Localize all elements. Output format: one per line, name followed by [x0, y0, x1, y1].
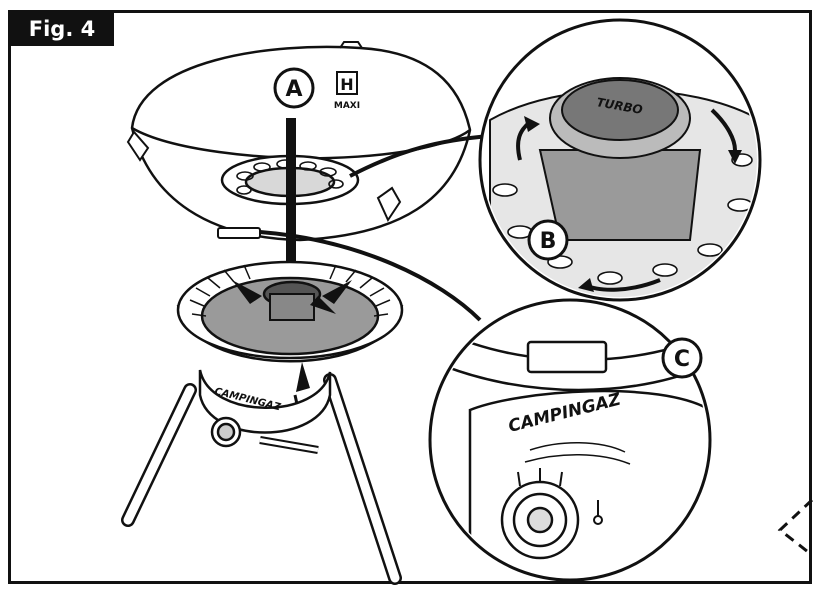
callout-a: A — [273, 67, 315, 109]
figure-label: Fig. 4 — [10, 12, 114, 46]
callout-a-label: A — [285, 77, 302, 102]
fuel-icon-letter: H — [340, 75, 353, 94]
callout-c-label: C — [674, 347, 690, 372]
leader-line-b — [349, 134, 491, 178]
callout-b-label: B — [540, 229, 557, 254]
lid-vents-detail — [492, 153, 753, 285]
figure-frame — [8, 10, 812, 584]
callout-b: B — [527, 219, 569, 261]
grill-base — [121, 260, 404, 585]
leader-line-c — [259, 230, 482, 322]
magnifier-c: CAMPINGAZ — [428, 298, 712, 582]
rotation-arrowheads — [524, 116, 742, 292]
dashed-continuation — [777, 498, 814, 557]
notch-window — [526, 340, 608, 374]
fuel-text: MAXI — [334, 101, 360, 111]
magnifier-b: TURBO — [478, 18, 762, 302]
fuel-icon: H MAXI — [334, 71, 360, 111]
callout-c: C — [661, 337, 703, 379]
burner-ring-grid — [189, 264, 391, 317]
inward-arrows — [232, 280, 352, 392]
